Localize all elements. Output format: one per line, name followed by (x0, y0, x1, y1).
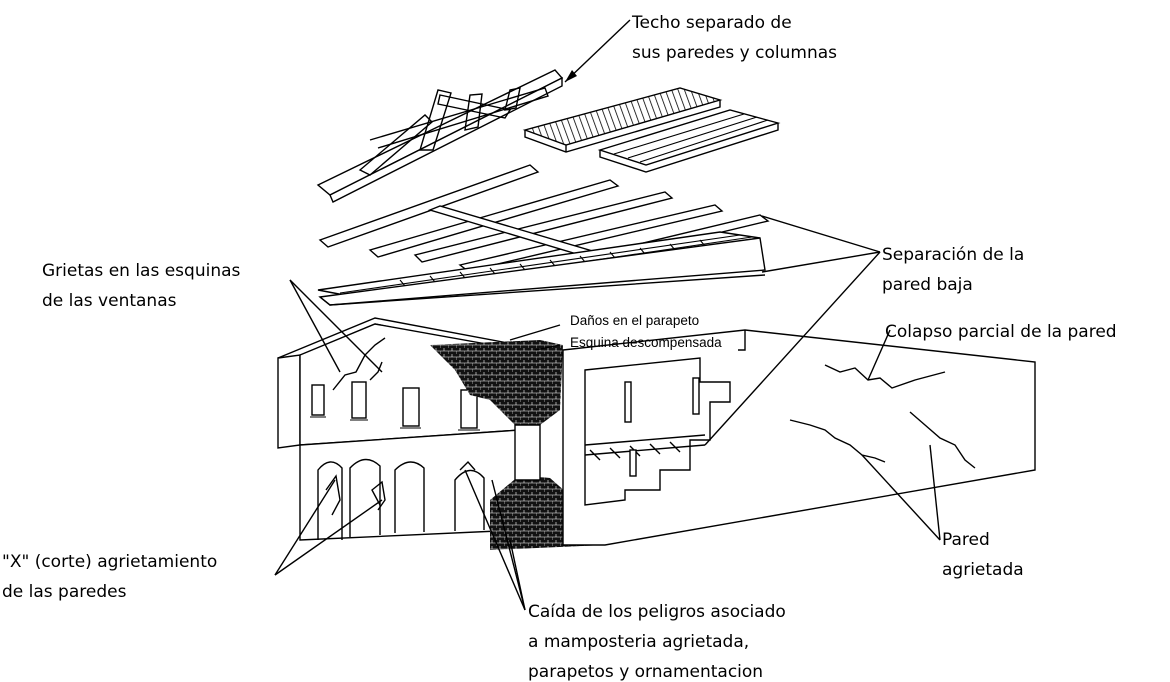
floor-joists-lower (317, 231, 766, 306)
label-uncompensated-corner: Esquina descompensada (570, 335, 722, 350)
roof-panel-hatched (522, 87, 723, 153)
label-cracked-wall-line1: Pared (942, 530, 990, 550)
label-cracked-wall-line2: agrietada (942, 560, 1024, 580)
label-wall-separation: Separación de la pared baja (882, 245, 1024, 295)
label-falling-hazards-line3: parapetos y ornamentacion (528, 662, 763, 682)
label-window-corner-cracks-line2: de las ventanas (42, 291, 177, 311)
label-wall-separation-line2: pared baja (882, 275, 973, 295)
label-roof-separated-line1: Techo separado de (631, 13, 792, 33)
label-roof-separated-line2: sus paredes y columnas (632, 43, 837, 63)
label-roof-separated: Techo separado de sus paredes y columnas (631, 13, 837, 63)
label-wall-separation-line1: Separación de la (882, 245, 1024, 265)
label-falling-hazards-line1: Caída de los peligros asociado (528, 602, 786, 622)
roof-truss (316, 69, 564, 203)
label-window-corner-cracks-line1: Grietas en las esquinas (42, 261, 241, 281)
label-window-corner-cracks: Grietas en las esquinas de las ventanas (42, 261, 241, 311)
damaged-masonry-upper (430, 340, 563, 425)
label-x-cracking-line2: de las paredes (2, 582, 127, 602)
roof-panel-boards (597, 109, 781, 173)
label-x-cracking: "X" (corte) agrietamiento de las paredes (2, 552, 217, 602)
label-parapet-damage: Daños en el parapeto (570, 313, 699, 328)
label-falling-hazards-line2: a mamposteria agrietada, (528, 632, 749, 652)
label-x-cracking-line1: "X" (corte) agrietamiento (2, 552, 217, 572)
label-cracked-wall: Pared agrietada (942, 530, 1024, 580)
leader-lines (274, 19, 941, 611)
label-partial-collapse: Colapso parcial de la pared (885, 322, 1117, 342)
building (277, 317, 1036, 550)
label-falling-hazards: Caída de los peligros asociado a mampost… (528, 602, 786, 682)
